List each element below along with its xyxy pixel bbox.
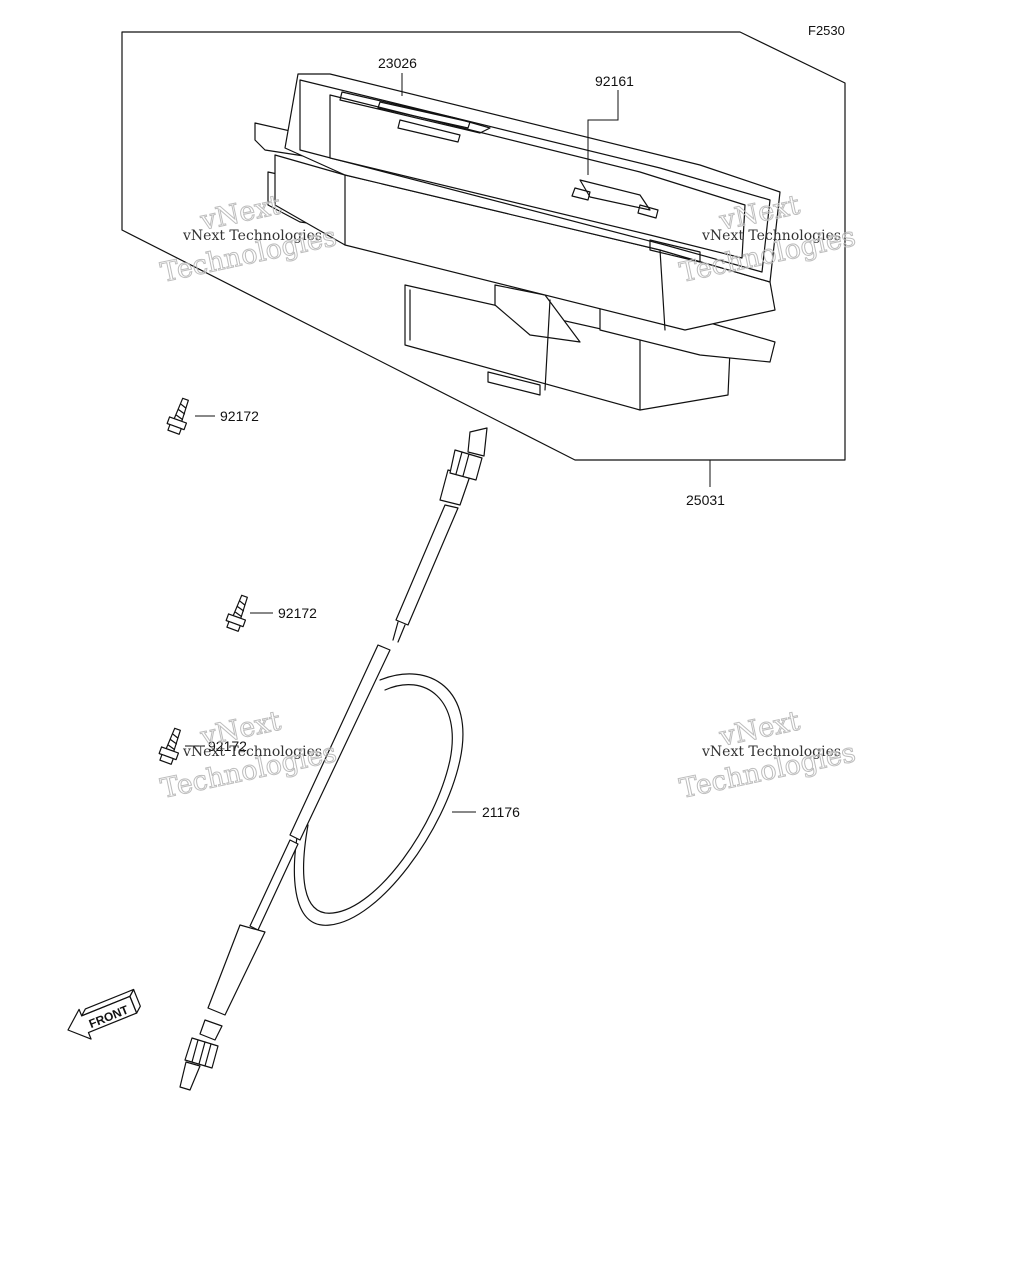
speedometer-cable-21176 (179, 427, 488, 1091)
part-number-92161[interactable]: 92161 (595, 73, 634, 89)
meter-assembly-drawing (254, 73, 781, 411)
figure-number: F2530 (808, 23, 845, 38)
screw-92172-b (225, 594, 248, 632)
screw-92172-a (166, 397, 189, 435)
screw-92172-c (158, 727, 181, 765)
watermark-4: vNext Technologies vNext Technologies (677, 705, 859, 805)
part-number-25031[interactable]: 25031 (686, 492, 725, 508)
part-number-21176[interactable]: 21176 (482, 804, 520, 820)
svg-text:vNext Technologies: vNext Technologies (701, 744, 841, 760)
leader-92161 (587, 90, 619, 175)
part-number-92172-b[interactable]: 92172 (278, 605, 317, 621)
part-number-23026[interactable]: 23026 (378, 55, 417, 71)
front-arrow: FRONT (67, 988, 141, 1040)
assembly-boundary (121, 31, 846, 461)
part-number-92172-c[interactable]: 92172 (208, 738, 247, 754)
svg-text:vNext Technologies: vNext Technologies (182, 744, 322, 760)
part-number-92172-a[interactable]: 92172 (220, 408, 259, 424)
svg-text:vNext Technologies: vNext Technologies (701, 228, 841, 244)
svg-text:vNext Technologies: vNext Technologies (182, 228, 322, 244)
